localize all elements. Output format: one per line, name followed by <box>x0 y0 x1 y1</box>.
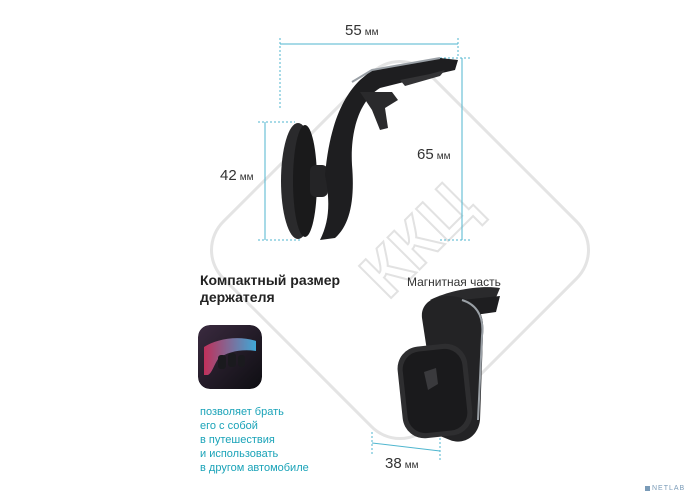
dimension-lines <box>258 38 470 241</box>
brand-logo-icon <box>424 368 438 390</box>
holder-body <box>320 58 458 240</box>
magnetic-part-label: Магнитная часть <box>407 275 501 289</box>
feature-description: позволяет брать его с собой в путешестви… <box>200 406 309 474</box>
hand-gesture-icon <box>198 325 262 389</box>
feature-title: Компактный размер держателя <box>200 272 341 305</box>
netlab-logo: NETLAB <box>645 485 685 492</box>
base-dimension-line <box>371 432 441 460</box>
